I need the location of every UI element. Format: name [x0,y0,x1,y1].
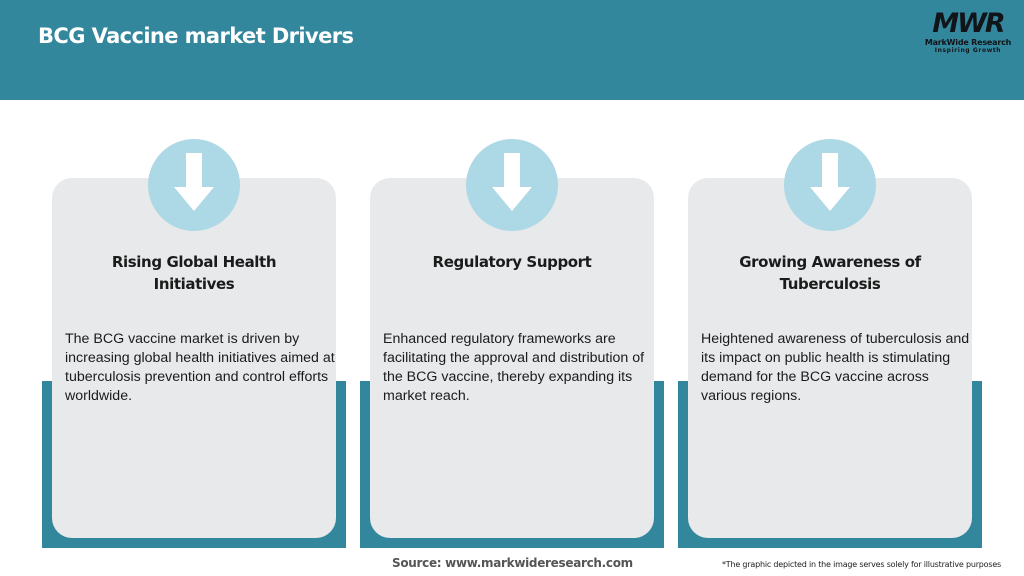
logo-mark: MWR [932,8,1005,39]
driver-card-3: Growing Awareness of Tuberculosis Height… [678,139,982,549]
arrow-down-icon [810,153,850,211]
card-panel [370,178,654,538]
markwide-research-logo: MWR MarkWide Research Inspiring Growth [922,10,1014,58]
card-title: Regulatory Support [432,253,592,271]
disclaimer-note: *The graphic depicted in the image serve… [722,560,1002,569]
card-panel [52,178,336,538]
icon-circle [784,139,876,231]
card-description: The BCG vaccine market is driven by incr… [65,331,335,404]
logo-name: MarkWide Research [924,38,1012,47]
card-description: Heightened awareness of tuberculosis and… [701,331,970,404]
driver-card-2: Regulatory Support Enhanced regulatory f… [360,139,664,549]
card-panel [688,178,972,538]
logo-tagline: Inspiring Growth [934,47,1002,54]
source-citation: Source: www.markwideresearch.com [392,556,633,570]
card-title: Growing Awareness of Tuberculosis [739,253,921,293]
icon-circle [466,139,558,231]
card-title: Rising Global Health Initiatives [111,253,277,293]
icon-circle [148,139,240,231]
header-banner: BCG Vaccine market Drivers MWR MarkWide … [0,0,1024,100]
arrow-down-icon [492,153,532,211]
card-description: Enhanced regulatory frameworks are facil… [383,331,645,404]
arrow-down-icon [174,153,214,211]
page-title: BCG Vaccine market Drivers [38,24,354,48]
driver-card-1: Rising Global Health Initiatives The BCG… [42,139,346,549]
